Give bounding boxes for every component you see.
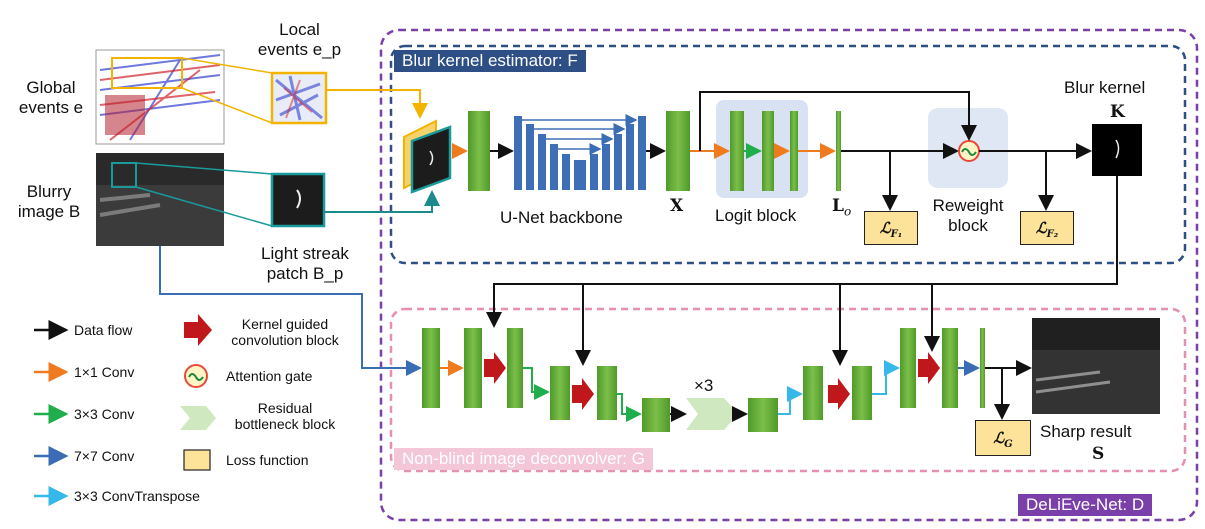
kgcb-3: [828, 378, 850, 410]
x-block: [666, 111, 690, 191]
est-block-1: [468, 111, 490, 191]
input-stack: [403, 119, 452, 194]
deconv-border: [389, 307, 1187, 473]
k-label: K: [1110, 102, 1125, 122]
legend-convT: 3×3 ConvTranspose: [74, 488, 200, 504]
legend-rbb: Residual bottleneck block: [234, 400, 336, 432]
unet-label: U-Net backbone: [500, 208, 623, 227]
legend-attn: Attention gate: [226, 368, 313, 384]
blurry-image: [96, 153, 224, 246]
reweight-label: Reweight block: [932, 196, 1004, 235]
legend-loss: Loss function: [226, 452, 309, 468]
lo-label: Lo: [832, 196, 852, 219]
deconv-title: Non-blind image deconvolver: G: [394, 448, 653, 470]
net-border: [379, 28, 1199, 522]
local-events-label: Local events e_p: [257, 20, 342, 59]
light-streak-label: Light streak patch B_p: [261, 244, 349, 283]
logit-label: Logit block: [715, 206, 797, 225]
blur-kernel-label: Blur kernel: [1064, 78, 1146, 97]
estimator-border: [389, 44, 1187, 265]
unet-backbone: [514, 114, 646, 190]
legend-conv1: 1×1 Conv: [74, 364, 135, 380]
legend-symbols: [34, 314, 216, 506]
blurry-image-label: Blurry image B: [17, 182, 81, 221]
residual-block: [686, 398, 738, 430]
net-title: DeLiEve-Net: D: [1018, 494, 1153, 516]
x-label: X: [670, 196, 684, 216]
global-events-image: [95, 49, 225, 145]
blur-kernel-image: [1092, 124, 1142, 176]
legend-conv3: 3×3 Conv: [74, 406, 135, 422]
sharp-result-label: Sharp result: [1040, 422, 1132, 441]
kgcb-2: [572, 378, 594, 410]
legend-data-flow: Data flow: [74, 322, 133, 338]
loss-g: ℒG: [975, 420, 1031, 456]
lo-block: [836, 111, 841, 191]
s-label: S: [1092, 444, 1105, 464]
times3-label: ×3: [694, 376, 714, 395]
loss-f1: ℒF₁: [864, 211, 918, 245]
light-streak-image: [270, 172, 326, 228]
legend-conv7: 7×7 Conv: [74, 448, 135, 464]
legend-kgcb: Kernel guided convolution block: [231, 316, 339, 348]
kgcb-4: [918, 352, 940, 384]
sharp-result-image: [1032, 318, 1160, 414]
loss-f2: ℒF₂: [1020, 211, 1074, 245]
kgcb-1: [484, 352, 506, 384]
local-events-image: [270, 71, 328, 125]
global-events-label: Global events e: [18, 78, 84, 117]
estimator-title: Blur kernel estimator: F: [394, 50, 586, 72]
